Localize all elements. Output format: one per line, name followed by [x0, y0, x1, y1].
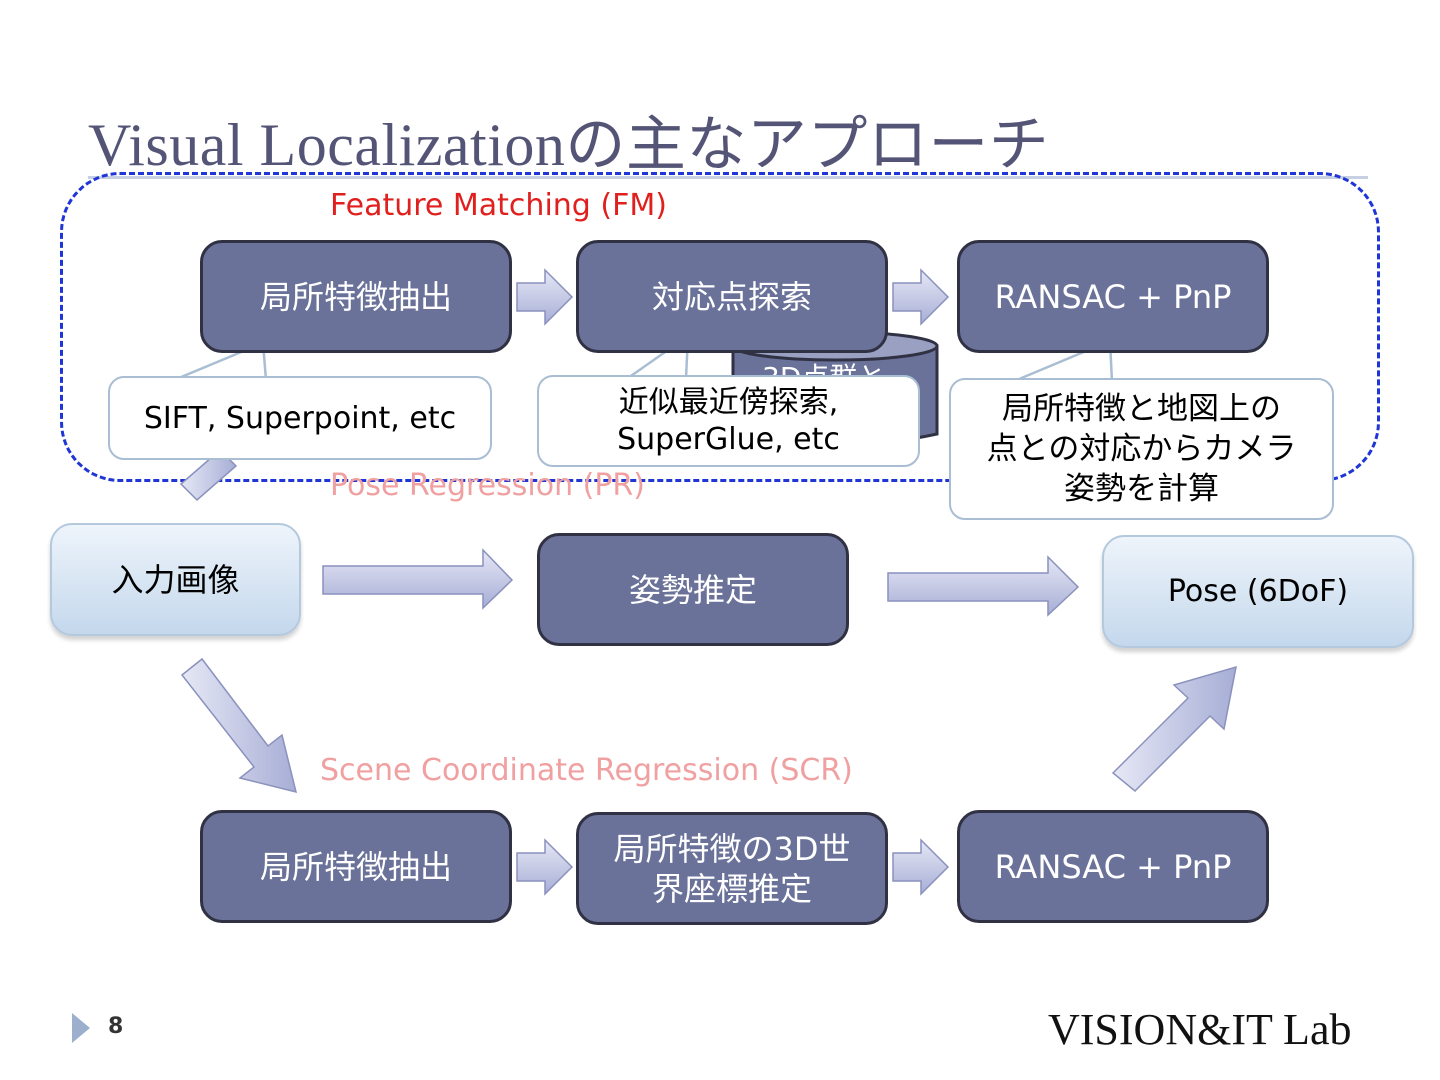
fm-feature-extraction-text: 局所特徴抽出 — [259, 277, 452, 316]
arrow-fm-extract-to-match — [516, 268, 574, 326]
callout-match: 近似最近傍探索, SuperGlue, etc — [537, 375, 920, 467]
arrow-input-to-fm — [179, 448, 238, 502]
arrow-scr-to-pose — [1111, 665, 1237, 793]
callout-ransac-line3: 姿勢を計算 — [1064, 471, 1219, 508]
pose-output-box: Pose (6DoF) — [1102, 535, 1414, 648]
fm-section-label: Feature Matching (FM) — [330, 188, 667, 223]
scr-coordinate-regression-line1: 局所特徴の3D世 — [613, 829, 851, 868]
callout-extract: SIFT, Superpoint, etc — [108, 376, 492, 460]
arrow-pr-to-pose — [887, 555, 1080, 617]
scr-coordinate-regression-line2: 界座標推定 — [651, 869, 812, 908]
callout-match-line2: SuperGlue, etc — [617, 422, 840, 457]
scr-feature-extraction-box: 局所特徴抽出 — [200, 810, 512, 923]
callout-ransac-body: 局所特徴と地図上の 点との対応からカメラ 姿勢を計算 — [951, 380, 1332, 518]
callout-ransac-line2: 点との対応からカメラ — [986, 430, 1297, 467]
lab-logo: VISION&IT Lab — [1048, 1005, 1352, 1054]
pr-section-label: Pose Regression (PR) — [330, 468, 645, 503]
title-underline — [88, 176, 1368, 179]
pr-pose-estimation-box: 姿勢推定 — [537, 533, 849, 646]
feature-matching-frame — [60, 172, 1380, 482]
scr-coordinate-regression-box: 局所特徴の3D世 界座標推定 — [576, 812, 888, 925]
arrow-scr-extract-to-coord — [516, 838, 574, 896]
slide-title: Visual Localizationの主なアプローチ — [88, 112, 1050, 178]
input-image-text: 入力画像 — [111, 560, 240, 599]
pr-pose-estimation-text: 姿勢推定 — [628, 570, 757, 609]
arrow-input-to-pr — [322, 548, 514, 610]
callout-ransac-line1: 局所特徴と地図上の — [1002, 390, 1281, 427]
callout-ransac: 局所特徴と地図上の 点との対応からカメラ 姿勢を計算 — [949, 378, 1334, 520]
fm-ransac-pnp-box: RANSAC + PnP — [957, 240, 1269, 353]
scr-feature-extraction-text: 局所特徴抽出 — [259, 847, 452, 886]
page-number: 8 — [108, 1014, 124, 1039]
callout-match-body: 近似最近傍探索, SuperGlue, etc — [539, 377, 918, 465]
scr-ransac-pnp-box: RANSAC + PnP — [957, 810, 1269, 923]
arrow-scr-coord-to-ransac — [892, 838, 950, 896]
fm-correspondence-search-box: 対応点探索 — [576, 240, 888, 353]
callout-extract-text: SIFT, Superpoint, etc — [143, 400, 457, 436]
pose-output-text: Pose (6DoF) — [1167, 573, 1349, 609]
fm-feature-extraction-box: 局所特徴抽出 — [200, 240, 512, 353]
fm-correspondence-search-text: 対応点探索 — [651, 277, 812, 316]
arrow-fm-match-to-ransac — [892, 268, 950, 326]
scr-ransac-pnp-text: RANSAC + PnP — [994, 847, 1232, 886]
arrow-input-to-scr — [180, 657, 298, 794]
input-image-box: 入力画像 — [50, 523, 301, 636]
fm-ransac-pnp-text: RANSAC + PnP — [994, 277, 1232, 316]
scr-section-label: Scene Coordinate Regression (SCR) — [320, 753, 853, 788]
callout-match-line1: 近似最近傍探索, — [618, 384, 839, 420]
triangle-bullet-icon — [72, 1013, 90, 1043]
